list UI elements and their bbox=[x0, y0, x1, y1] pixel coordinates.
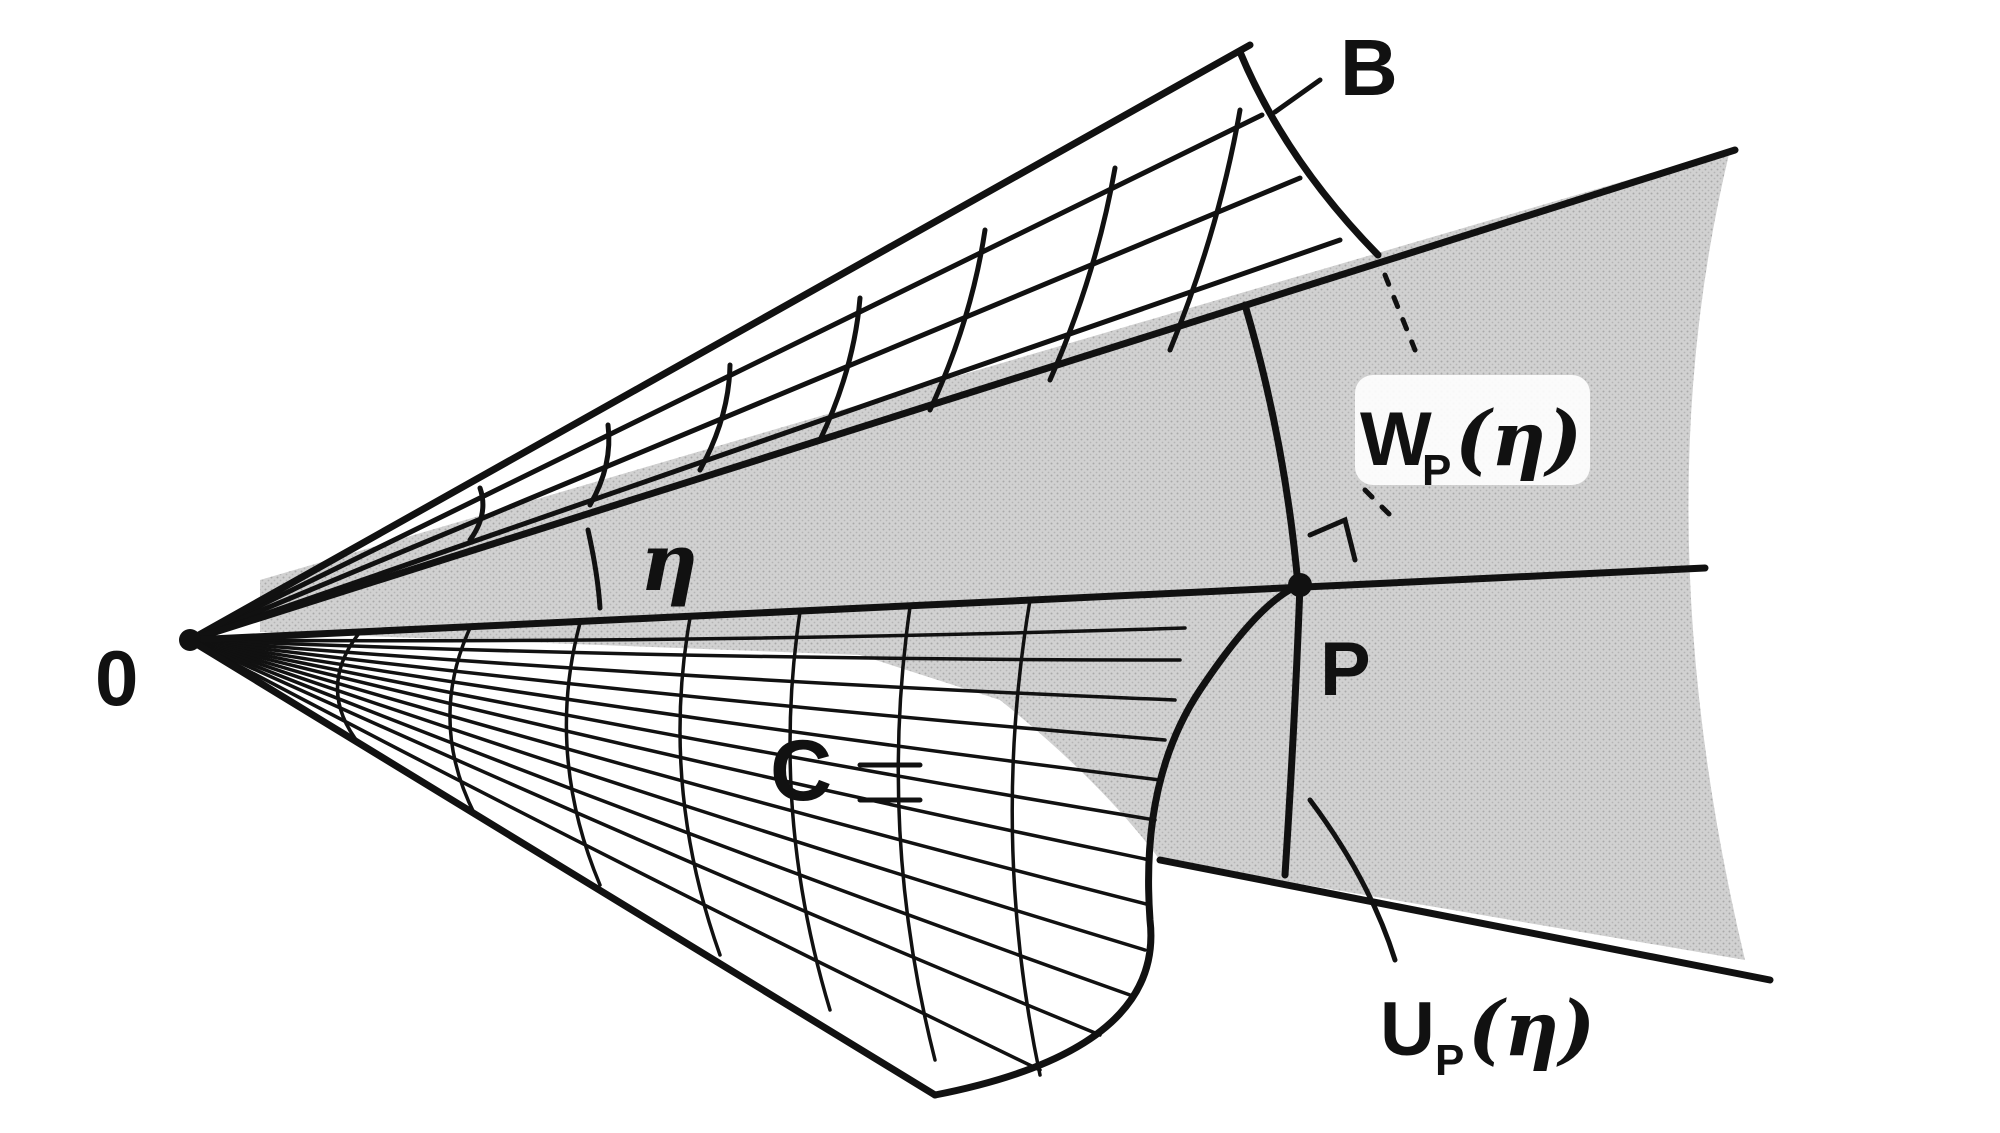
leader-w-dashed-lower bbox=[1362, 487, 1398, 523]
leader-b bbox=[1272, 77, 1323, 115]
lower-grid-arc bbox=[564, 621, 602, 887]
label-origin: 0 bbox=[95, 634, 138, 722]
boundary-arc-b bbox=[1236, 48, 1382, 259]
lower-grid-ray bbox=[188, 638, 1132, 997]
upper-grid-arc bbox=[587, 422, 612, 508]
ray-shade-lower bbox=[1156, 856, 1774, 984]
label-p: P bbox=[1320, 627, 1371, 712]
label-w-main: W bbox=[1360, 397, 1432, 482]
w-label-bg bbox=[1355, 375, 1590, 485]
upper-grid-ray bbox=[187, 237, 1343, 643]
upper-grid-ray bbox=[187, 175, 1303, 643]
lower-grid-ray bbox=[188, 638, 1102, 1037]
lower-grid-arc bbox=[335, 630, 362, 747]
lower-grid-ray bbox=[188, 638, 1152, 862]
lower-grid-arc bbox=[1010, 598, 1042, 1077]
angle-arc-eta bbox=[585, 527, 603, 611]
upper-grid-arc bbox=[817, 295, 863, 443]
upper-grid-arc bbox=[927, 227, 988, 413]
surface-c-outline bbox=[931, 581, 1304, 1099]
label-u-main: U bbox=[1380, 987, 1435, 1072]
lower-grid-ray bbox=[188, 638, 1042, 1072]
leader-u bbox=[1307, 797, 1398, 963]
label-eta: η bbox=[640, 515, 698, 609]
leader-c bbox=[857, 762, 923, 803]
label-w-arg: (η) bbox=[1455, 394, 1582, 483]
lower-grid-surface bbox=[188, 598, 1187, 1077]
origin-point bbox=[179, 629, 201, 651]
lower-grid-ray bbox=[188, 638, 1152, 907]
label-u-sub: P bbox=[1435, 1036, 1464, 1085]
lower-grid-ray bbox=[188, 638, 1147, 952]
upper-grid-ray bbox=[187, 112, 1265, 643]
arc-through-p bbox=[1241, 301, 1302, 589]
lower-grid-arc bbox=[788, 610, 832, 1012]
lower-grid-ray bbox=[188, 638, 1162, 782]
lower-grid-arc bbox=[678, 616, 722, 957]
leader-w-hook bbox=[1307, 516, 1358, 563]
shaded-neighborhood-region bbox=[260, 150, 1745, 960]
lower-grid-arc bbox=[896, 605, 937, 1062]
lower-grid-ray bbox=[188, 638, 1157, 822]
ray-horizontal bbox=[186, 564, 1709, 644]
label-c: C bbox=[770, 723, 832, 819]
upper-grid-wedge bbox=[187, 107, 1343, 643]
ray-shade-upper bbox=[186, 146, 1739, 644]
upper-grid-arc bbox=[467, 485, 486, 543]
point-p bbox=[1288, 573, 1312, 597]
ray-lower-boundary bbox=[186, 636, 939, 1099]
ray-upper-boundary bbox=[186, 41, 1254, 644]
line-below-p bbox=[1281, 581, 1304, 879]
upper-grid-arc bbox=[1047, 165, 1118, 383]
label-b: B bbox=[1340, 23, 1398, 112]
label-w-sub: P bbox=[1422, 446, 1451, 495]
upper-grid-arc bbox=[1167, 107, 1243, 353]
lower-grid-ray bbox=[188, 638, 1167, 742]
lower-grid-arc bbox=[448, 626, 477, 817]
upper-grid-arc bbox=[697, 362, 733, 473]
label-u-arg: (η) bbox=[1468, 984, 1595, 1073]
